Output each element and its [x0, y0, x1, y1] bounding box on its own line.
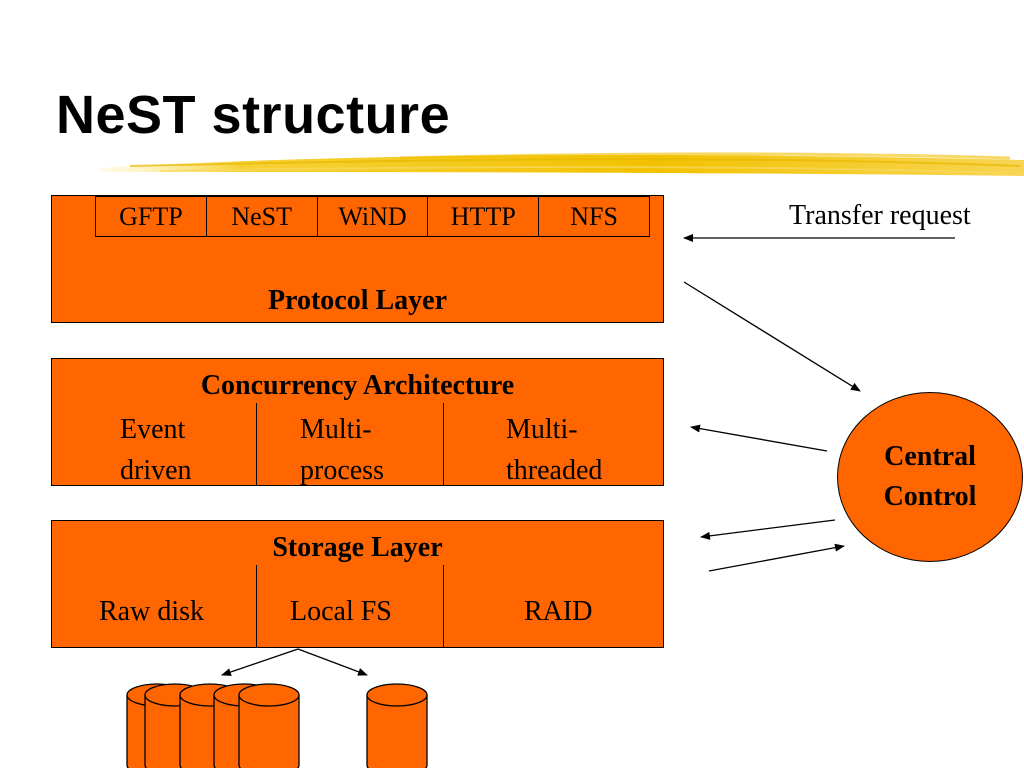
concurrency-layer-title: Concurrency Architecture	[200, 370, 515, 401]
concurrency-divider-2	[443, 403, 444, 486]
backend-raid: RAID	[524, 596, 593, 627]
disk-icon	[366, 683, 428, 768]
storage-divider-1	[256, 565, 257, 648]
model-multi-threaded: Multi- threaded	[506, 409, 602, 491]
model-event-line1: Event	[120, 414, 186, 445]
model-multi-process: Multi- process	[300, 409, 384, 491]
arrow-storage-to-control	[708, 543, 845, 572]
title-underline-brush	[100, 152, 1024, 176]
central-control-line1: Central	[884, 441, 976, 472]
model-process-line2: process	[300, 455, 384, 486]
slide-title: NeST structure	[56, 85, 451, 145]
protocol-http: HTTP	[428, 197, 540, 236]
concurrency-layer-box: Concurrency Architecture Event driven Mu…	[51, 358, 664, 486]
arrow-to-single-disk	[297, 648, 368, 676]
arrow-control-to-concurrency	[690, 424, 828, 452]
protocol-wind: WiND	[318, 197, 429, 236]
protocol-gftp: GFTP	[96, 197, 207, 236]
protocol-nest: NeST	[207, 197, 318, 236]
transfer-request-label: Transfer request	[789, 200, 971, 231]
model-process-line1: Multi-	[300, 414, 372, 445]
model-event-driven: Event driven	[120, 409, 192, 491]
arrow-to-disk-array	[221, 648, 299, 676]
storage-layer-title: Storage Layer	[272, 532, 443, 563]
arrow-protocol-to-control	[683, 281, 861, 392]
protocol-layer-box: GFTP NeST WiND HTTP NFS Protocol Layer	[51, 195, 664, 323]
model-threaded-line2: threaded	[506, 455, 603, 486]
storage-layer-box: Storage Layer Raw disk Local FS RAID	[51, 520, 664, 648]
backend-raw-disk: Raw disk	[99, 596, 204, 627]
central-control-node: Central Control	[837, 392, 1023, 562]
model-threaded-line1: Multi-	[506, 414, 578, 445]
central-control-line2: Control	[883, 481, 977, 512]
protocol-layer-title: Protocol Layer	[267, 285, 448, 316]
storage-divider-2	[443, 565, 444, 648]
concurrency-divider-1	[256, 403, 257, 486]
arrow-control-to-storage	[700, 519, 836, 540]
disk-array-icon	[126, 683, 300, 768]
backend-local-fs: Local FS	[290, 596, 392, 627]
disk-icon	[238, 683, 300, 768]
protocol-nfs: NFS	[570, 202, 618, 231]
protocol-table: GFTP NeST WiND HTTP NFS	[95, 196, 650, 237]
model-event-line2: driven	[120, 455, 192, 486]
